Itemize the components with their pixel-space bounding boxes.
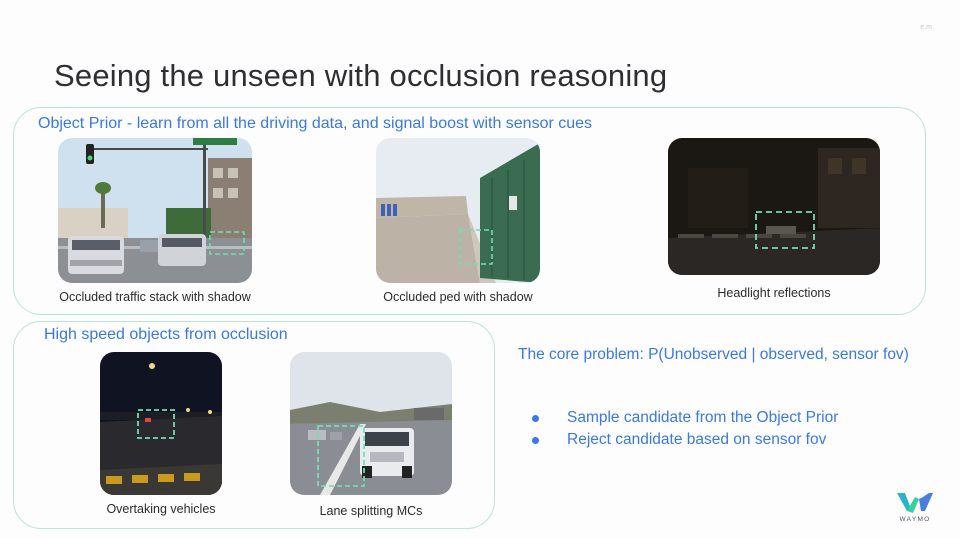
caption-traffic-stack: Occluded traffic stack with shadow xyxy=(59,290,251,304)
high-speed-panel xyxy=(13,321,495,529)
bullet-item: Sample candidate from the Object Prior xyxy=(532,407,838,429)
caption-lane-splitting: Lane splitting MCs xyxy=(319,504,423,518)
slide-title: Seeing the unseen with occlusion reasoni… xyxy=(54,58,668,93)
bullet-text: Sample candidate from the Object Prior xyxy=(567,409,839,426)
bullet-item: Reject candidate based on sensor fov xyxy=(532,429,838,451)
bullet-dot-icon xyxy=(532,437,539,444)
overtaking-vehicles-image xyxy=(100,352,222,495)
waymo-wordmark: WAYMO xyxy=(899,516,931,523)
occluded-ped-image xyxy=(376,138,540,283)
headlight-reflections-image xyxy=(668,138,880,275)
waymo-w-icon xyxy=(897,493,933,513)
bullet-text: Reject candidate based on sensor fov xyxy=(567,431,827,448)
core-problem-bullets: Sample candidate from the Object Prior R… xyxy=(532,407,838,451)
caption-headlight: Headlight reflections xyxy=(717,286,831,300)
corner-mark: e.m xyxy=(920,24,932,31)
lane-splitting-image xyxy=(290,352,452,495)
caption-ped: Occluded ped with shadow xyxy=(383,290,533,304)
waymo-logo: WAYMO xyxy=(893,489,937,525)
bullet-dot-icon xyxy=(532,415,539,422)
caption-overtaking: Overtaking vehicles xyxy=(106,502,216,516)
high-speed-heading: High speed objects from occlusion xyxy=(44,326,288,343)
object-prior-panel xyxy=(13,107,926,315)
occluded-traffic-stack-image xyxy=(58,138,252,283)
object-prior-heading: Object Prior - learn from all the drivin… xyxy=(38,115,593,132)
core-problem-text: The core problem: P(Unobserved | observe… xyxy=(518,346,909,363)
